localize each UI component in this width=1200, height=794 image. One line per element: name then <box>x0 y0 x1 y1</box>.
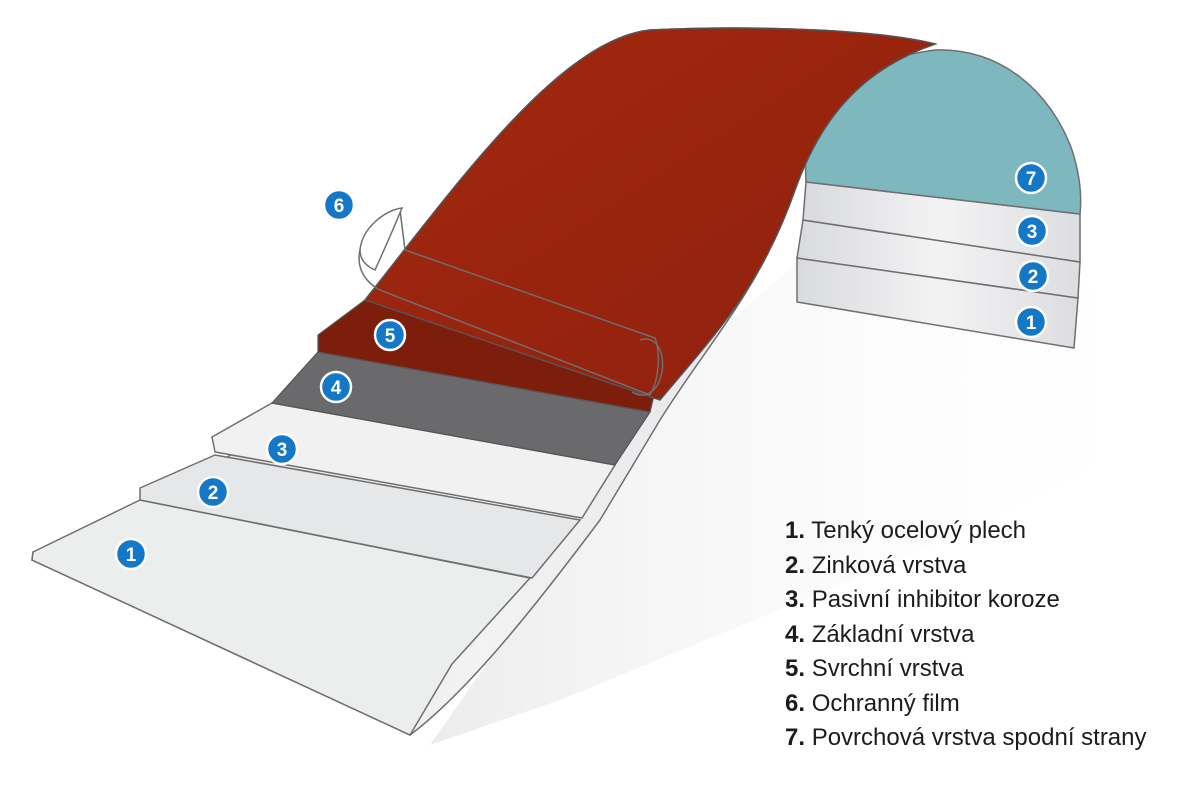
svg-text:1: 1 <box>1026 313 1037 334</box>
badge-2-back: 2 <box>1016 259 1050 293</box>
badge-1-back: 1 <box>1014 305 1048 339</box>
top-coat-layer-5 <box>363 27 938 401</box>
legend-item-3: 3. Pasivní inhibitor koroze <box>785 586 1060 613</box>
badge-4-front: 4 <box>319 370 353 404</box>
svg-text:3: 3 <box>277 440 288 461</box>
badge-2-front: 2 <box>196 475 230 509</box>
floor-shadow <box>430 260 1190 745</box>
svg-text:2: 2 <box>208 483 219 504</box>
layer-legend: 1. Tenký ocelový plech 2. Zinková vrstva… <box>785 514 1195 756</box>
protective-film-curl <box>359 207 404 271</box>
svg-text:5: 5 <box>385 326 396 347</box>
passivation-layer-3-band <box>211 402 617 519</box>
zinc-layer-2-band <box>139 454 582 579</box>
legend-item-2: 2. Zinková vrstva <box>785 551 967 579</box>
protective-film-roll <box>631 338 664 396</box>
badge-6-film: 6 <box>322 188 356 222</box>
legend-item-1: 1. Tenký ocelový plech <box>785 517 1027 544</box>
badge-5-front: 5 <box>373 318 407 352</box>
svg-text:2: 2 <box>1028 267 1039 288</box>
legend-item-6: 6. Ochranný film <box>785 689 960 717</box>
svg-text:3: 3 <box>1027 222 1038 243</box>
badge-3-back: 3 <box>1015 214 1049 248</box>
svg-text:1: 1 <box>126 545 137 566</box>
legend-item-7: 7. Povrchová vrstva spodní strany <box>785 724 1147 751</box>
svg-text:7: 7 <box>1026 169 1037 190</box>
badge-3-front: 3 <box>265 432 299 466</box>
legend-item-4: 4. Základní vrstva <box>785 620 975 648</box>
legend-item-5: 5. Svrchní vrstva <box>785 655 964 682</box>
svg-text:6: 6 <box>334 196 345 217</box>
badge-1-front: 1 <box>114 537 148 571</box>
badge-7-back: 7 <box>1014 161 1048 195</box>
svg-text:4: 4 <box>331 378 342 399</box>
